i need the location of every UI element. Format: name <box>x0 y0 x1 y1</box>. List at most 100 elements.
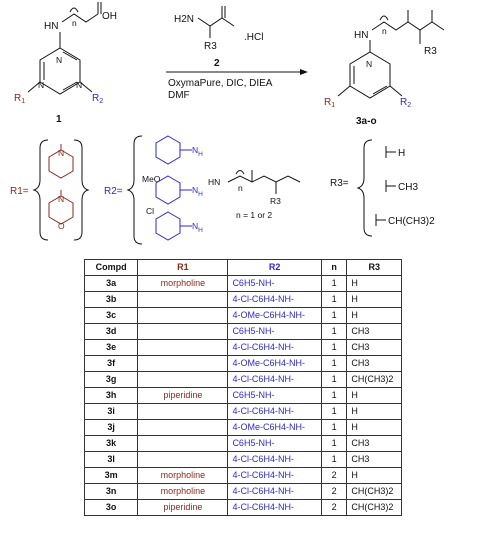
cell-r3: H <box>346 419 402 436</box>
morpholine-ring <box>48 195 74 225</box>
compound-2-label: 2 <box>214 58 220 69</box>
cell-r3: CH3 <box>346 339 402 356</box>
chlorophenyl-nh: NH <box>192 221 203 234</box>
r3-definition: R3= H CH3 CH(CH3)2 <box>330 139 435 237</box>
cell-compd: 3o <box>83 499 139 516</box>
cell-r3: CH3 <box>346 355 402 372</box>
r2-definition: R2= NH MeO NH Cl NH HN n R3 n = 1 or 2 <box>104 135 301 245</box>
cell-r3: H <box>346 403 402 420</box>
methoxyphenyl-ring <box>155 175 181 205</box>
cell-r3: H <box>346 291 402 308</box>
cell-compd: 3m <box>83 467 139 484</box>
triazine-ring-1 <box>39 47 81 95</box>
r3-option-isopropyl: CH(CH3)2 <box>388 216 435 227</box>
cell-r2: 4-OMe-C6H4-NH- <box>227 307 322 324</box>
fragment-r3: R3 <box>270 196 281 206</box>
cell-n: 1 <box>320 387 348 404</box>
cell-r1 <box>137 291 229 308</box>
cell-r3: H <box>346 467 402 484</box>
cell-n: 1 <box>320 307 348 324</box>
product-3: N HN n R3 R1 R2 3a-o <box>324 10 445 127</box>
product-n-subscript: n <box>382 26 387 36</box>
oh-label: OH <box>102 11 117 22</box>
cell-r3: CH(CH3)2 <box>346 371 402 388</box>
compound-3-label: 3a-o <box>356 116 377 127</box>
cell-compd: 3h <box>83 387 139 404</box>
cell-r2: 4-Cl-C6H4-NH- <box>227 291 322 308</box>
r3-option-ch3: CH3 <box>398 182 418 193</box>
cell-r1 <box>137 339 229 356</box>
cell-r3: H <box>346 275 402 292</box>
cell-r2: 4-Cl-C6H4-NH- <box>227 499 322 516</box>
h2n-label: H2N <box>174 14 194 25</box>
cl-label: Cl <box>146 206 154 216</box>
r2-label: R2 <box>92 93 103 105</box>
nh-label: HN <box>44 21 58 32</box>
cell-r2: 4-OMe-C6H4-NH- <box>227 419 322 436</box>
cell-compd: 3j <box>83 419 139 436</box>
product-r2: R2 <box>400 97 411 109</box>
product-nh: HN <box>354 30 368 41</box>
cell-r2: 4-OMe-C6H4-NH- <box>227 355 322 372</box>
n-note: n = 1 or 2 <box>236 210 272 220</box>
cell-compd: 3k <box>83 435 139 452</box>
fragment-n-subscript: n <box>238 183 243 193</box>
cell-compd: 3g <box>83 371 139 388</box>
cell-r1 <box>137 355 229 372</box>
fragment-hn: HN <box>208 177 220 187</box>
cell-r2: C6H5-NH- <box>227 387 322 404</box>
cell-n: 1 <box>320 419 348 436</box>
cell-compd: 3b <box>83 291 139 308</box>
r1-def-label: R1= <box>10 186 29 197</box>
cell-n: 1 <box>320 323 348 340</box>
cell-n: 2 <box>320 467 348 484</box>
cell-r1 <box>137 323 229 340</box>
cell-r1: morpholine <box>137 483 229 500</box>
cell-r1 <box>137 435 229 452</box>
cell-compd: 3n <box>83 483 139 500</box>
cell-r3: CH3 <box>346 435 402 452</box>
header-r1: R1 <box>137 259 229 276</box>
cell-r2: 4-Cl-C6H4-NH- <box>227 483 322 500</box>
meo-label: MeO <box>142 174 161 184</box>
cell-n: 1 <box>320 371 348 388</box>
r3-option-h: H <box>398 148 405 159</box>
cell-compd: 3f <box>83 355 139 372</box>
cell-r1 <box>137 371 229 388</box>
cell-n: 1 <box>320 339 348 356</box>
reactant-1: N N N HN n OH R1 R2 1 <box>14 2 117 125</box>
product-r3: R3 <box>424 46 437 57</box>
cell-r1: piperidine <box>137 387 229 404</box>
cell-n: 2 <box>320 483 348 500</box>
cell-r1 <box>137 403 229 420</box>
r1-definition: R1= N N O <box>10 139 90 241</box>
cell-n: 1 <box>320 435 348 452</box>
hcl-label: .HCl <box>244 32 263 43</box>
cell-compd: 3a <box>83 275 139 292</box>
cell-r1: piperidine <box>137 499 229 516</box>
r3-label: R3 <box>204 41 217 52</box>
phenyl-ring <box>155 135 181 165</box>
header-r2: R2 <box>227 259 322 276</box>
methoxyphenyl-nh: NH <box>192 185 203 198</box>
chlorophenyl-ring <box>155 211 181 241</box>
cell-r2: C6H5-NH- <box>227 275 322 292</box>
cell-r1 <box>137 451 229 468</box>
table-header-row: Compd R1 R2 n R3 <box>83 259 402 276</box>
header-n: n <box>320 259 348 276</box>
conditions-line-2: DMF <box>168 90 190 101</box>
